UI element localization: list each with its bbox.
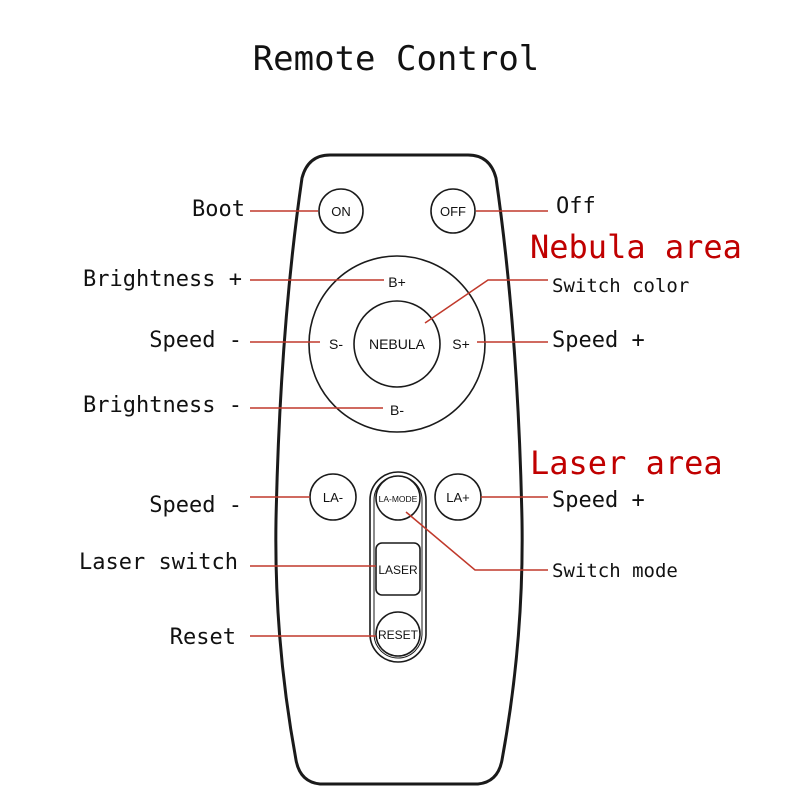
nebula-button[interactable]: NEBULA [353,300,441,388]
la-plus-button[interactable]: LA+ [434,473,482,521]
reset-button[interactable]: RESET [375,611,421,657]
callout-reset: Reset [170,625,236,650]
leader-switch-color [424,279,548,324]
laser-area-heading: Laser area [530,444,723,482]
callout-off: Off [556,194,596,219]
la-mode-button-label: LA-MODE [379,494,418,504]
on-button[interactable]: ON [318,188,364,234]
off-button[interactable]: OFF [430,188,476,234]
laser-button-label: LASER [378,563,418,577]
callout-speed-minus-nebula: Speed - [149,328,242,353]
brightness-minus-button[interactable]: B- [390,402,404,418]
callout-brightness-plus: Brightness + [83,267,242,292]
speed-plus-nebula-button[interactable]: S+ [452,336,470,352]
callout-brightness-minus: Brightness - [83,393,242,418]
callout-laser-switch: Laser switch [79,550,238,575]
la-minus-button-label: LA- [323,490,343,505]
callout-speed-plus-laser: Speed + [552,488,645,513]
leader-switch-mode [405,511,548,571]
la-mode-button[interactable]: LA-MODE [375,475,421,521]
diagram-title: Remote Control [253,39,540,79]
callout-speed-minus-laser: Speed - [149,493,242,518]
la-minus-button[interactable]: LA- [309,473,357,521]
nebula-area-heading: Nebula area [530,228,742,266]
speed-minus-nebula-button[interactable]: S- [329,336,343,352]
callout-speed-plus-nebula: Speed + [552,328,645,353]
nebula-button-label: NEBULA [369,336,426,352]
callout-switch-mode: Switch mode [552,560,678,582]
reset-button-label: RESET [378,628,419,642]
brightness-plus-button[interactable]: B+ [388,274,406,290]
off-button-label: OFF [440,204,466,219]
laser-button[interactable]: LASER [375,542,421,596]
leader-lines [250,210,548,637]
on-button-label: ON [331,204,351,219]
la-plus-button-label: LA+ [446,490,470,505]
remote-body [274,153,524,786]
callout-switch-color: Switch color [552,275,689,297]
callout-boot: Boot [192,197,245,222]
